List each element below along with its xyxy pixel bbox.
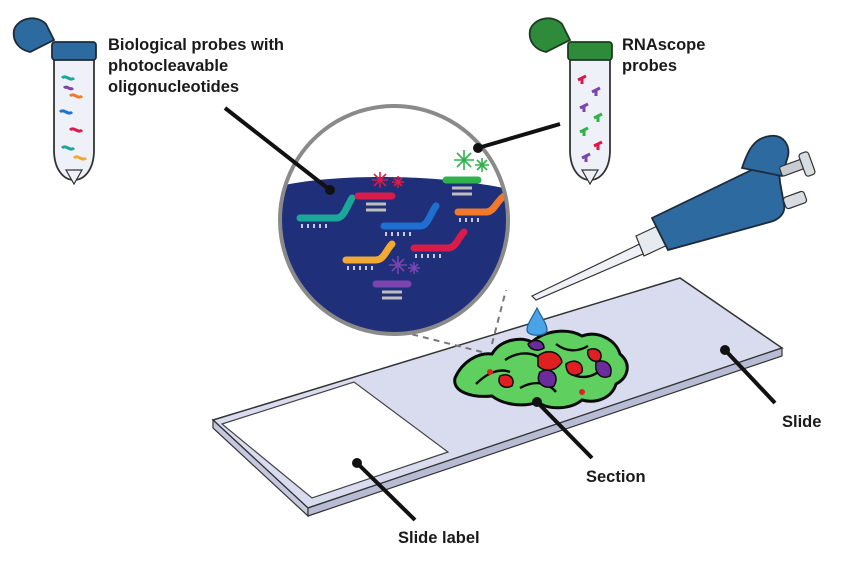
pipette-icon: [530, 134, 816, 301]
label-section: Section: [586, 468, 646, 486]
label-slide-label: Slide label: [398, 529, 480, 547]
tissue-section: [453, 329, 629, 410]
probe-teal: [296, 194, 356, 228]
slide-label-area: [220, 381, 450, 499]
leader-slide: [720, 345, 777, 405]
droplet-icon: [526, 306, 548, 336]
magnified-circle-icon: [278, 104, 510, 336]
leader-slide-label: [352, 458, 417, 522]
label-bio-probes-line-2: photocleavable: [108, 57, 229, 75]
probe-red-top: [354, 172, 404, 212]
label-slide: Slide: [782, 413, 822, 431]
zoom-dashed-lines: [394, 289, 507, 353]
leader-rnascope-probes: [473, 122, 561, 153]
probe-green: [442, 150, 489, 196]
label-bio-probes-line-1: Biological probes with: [108, 36, 285, 54]
label-bio-probes: Biological probes with photocleavable ol…: [108, 35, 284, 98]
leader-section: [532, 397, 594, 460]
probe-blue: [380, 202, 440, 236]
label-rnascope-probes: RNAscope probes: [622, 35, 705, 77]
probe-purple: [372, 256, 420, 300]
probe-red-middle: [410, 228, 468, 258]
probe-orange: [454, 192, 508, 222]
label-rnascope-probes-line-2: probes: [622, 57, 678, 75]
label-bio-probes-line-3: oligonucleotides: [108, 78, 240, 96]
blue-tube-icon: [12, 17, 97, 186]
leader-bio-probes: [223, 106, 335, 195]
probe-yellow: [342, 240, 396, 270]
label-rnascope-probes-line-1: RNAscope: [622, 36, 706, 54]
green-tube-icon: [528, 17, 613, 186]
